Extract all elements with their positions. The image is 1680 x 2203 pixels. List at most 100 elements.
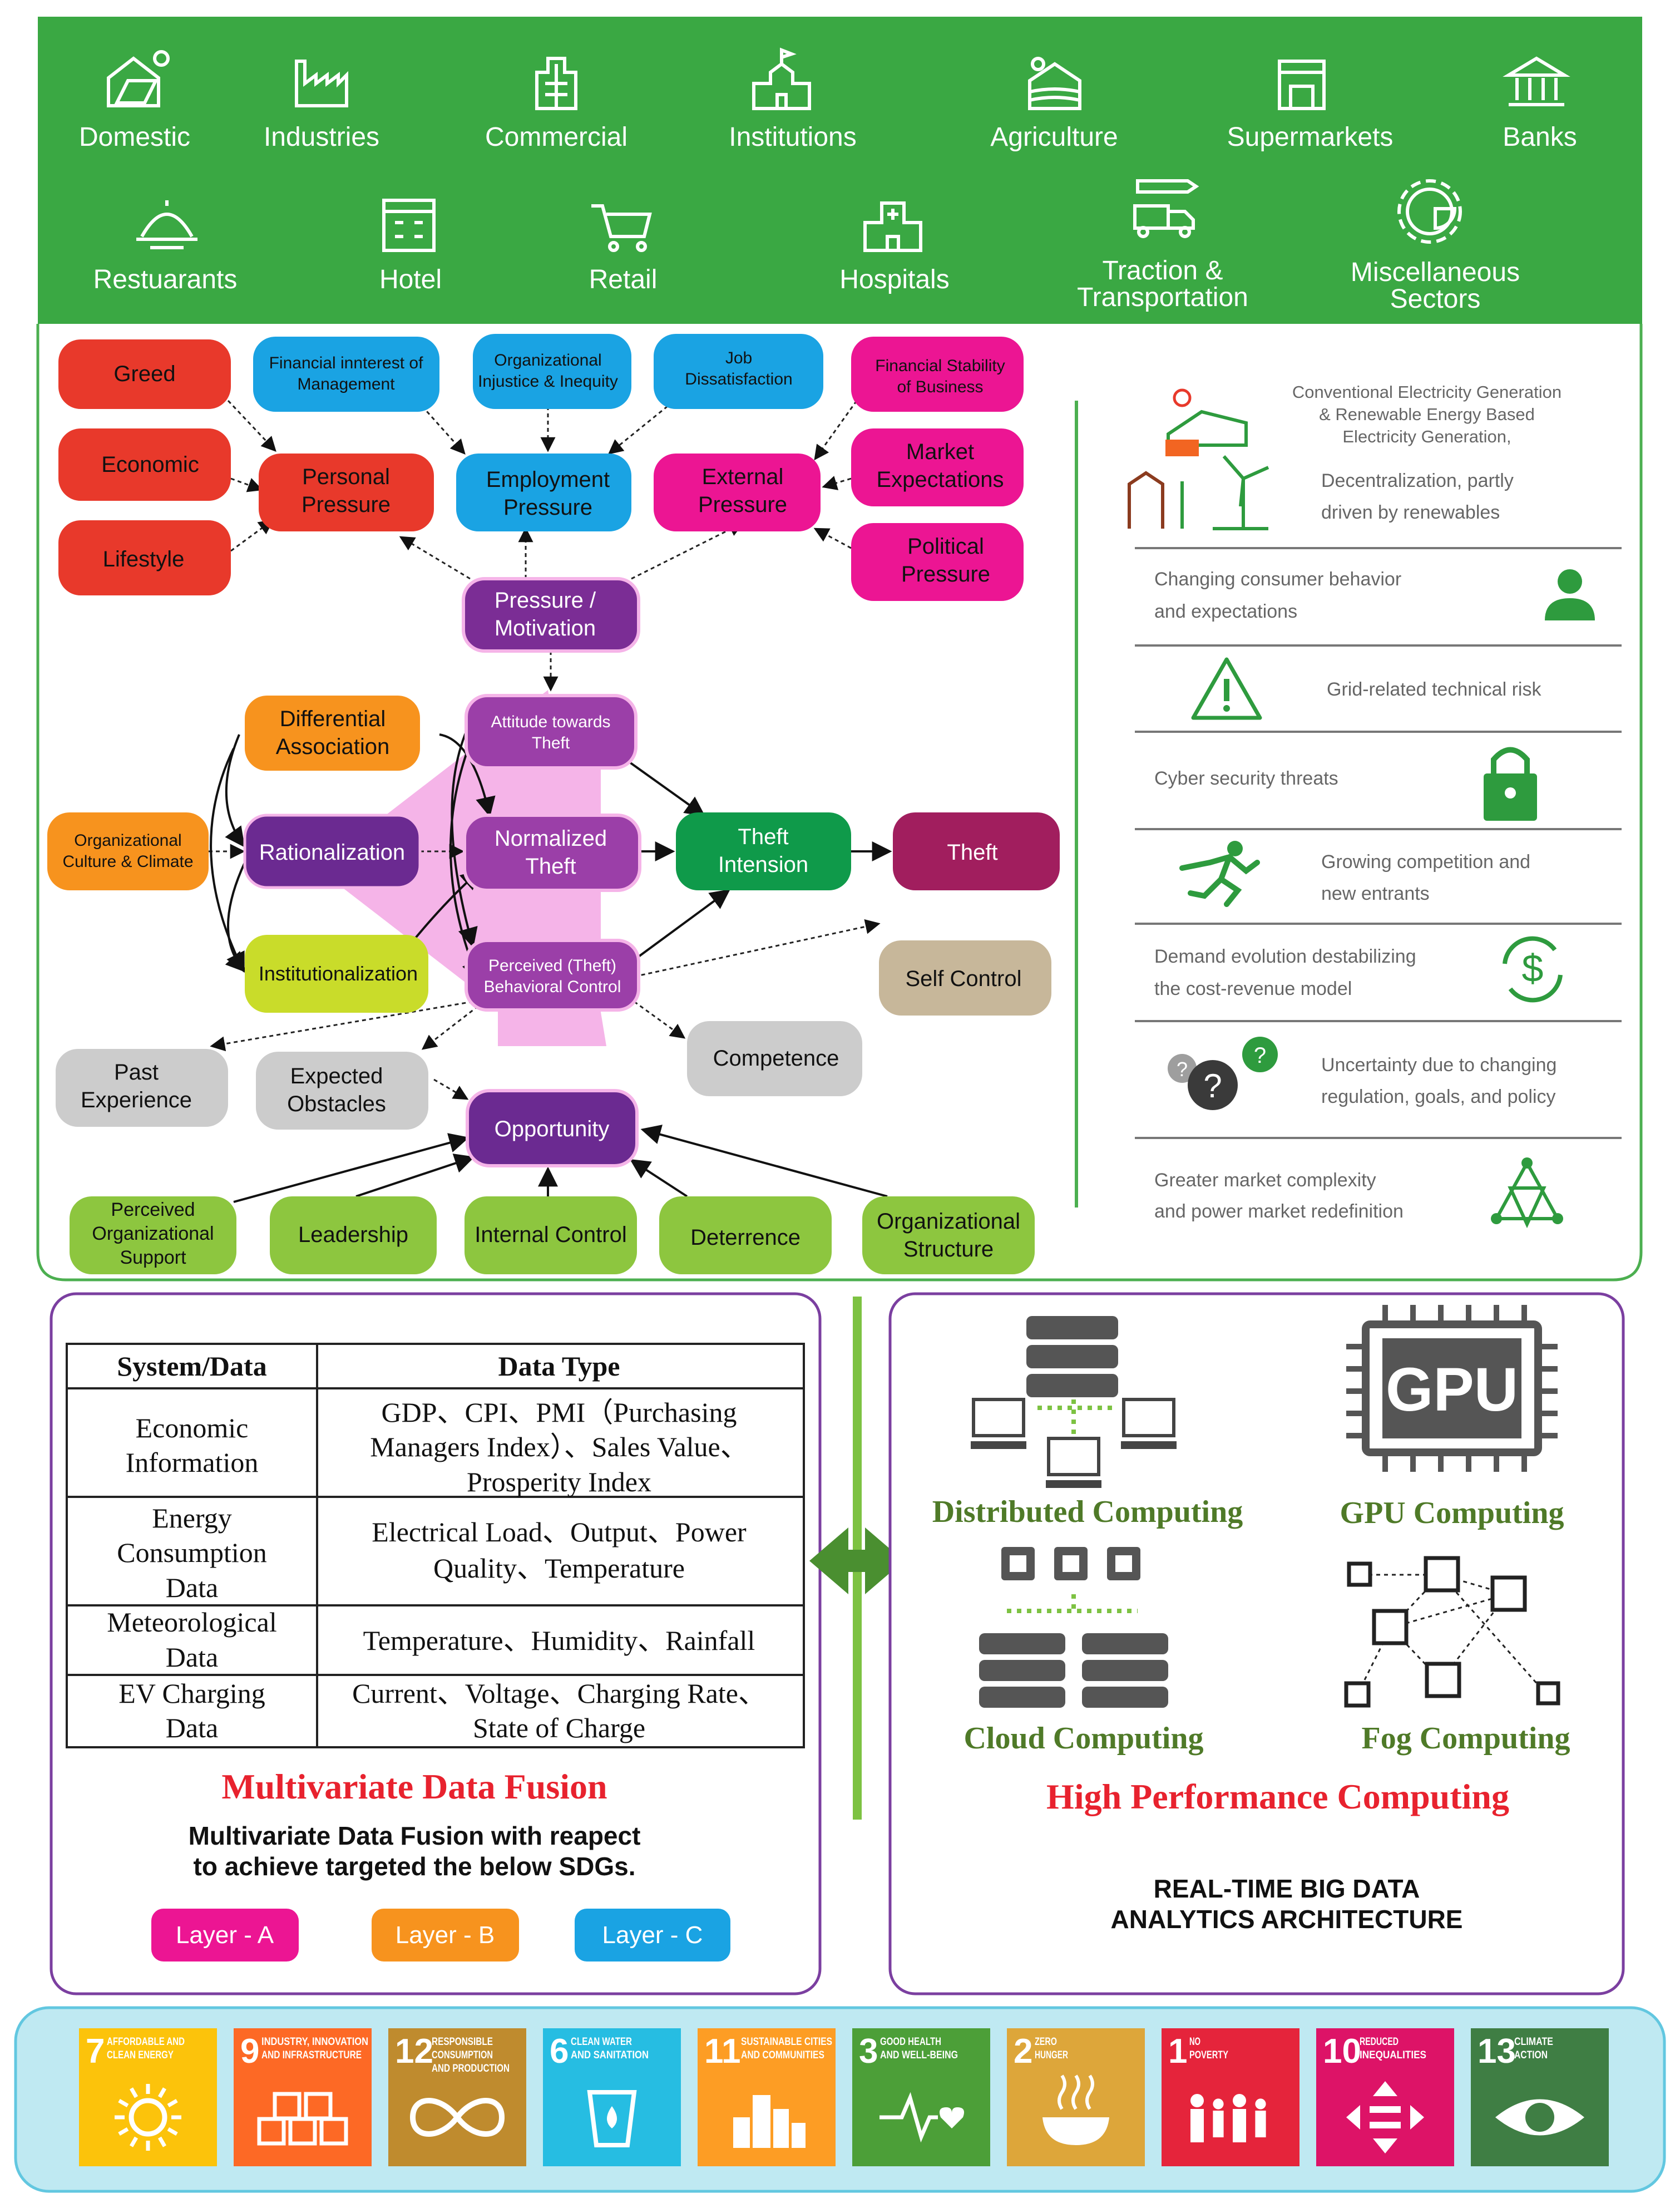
node-market-expectations-l2: Expectations (876, 467, 1004, 492)
node-opportunity (466, 1089, 639, 1167)
sector-icons-row2 (136, 179, 1462, 252)
node-financial-stability (851, 337, 1024, 412)
person-icon (1545, 569, 1595, 620)
question-bubbles-icon: ? ? ? (1168, 1037, 1278, 1110)
node-deterrence (659, 1196, 832, 1274)
sector-labels-row1: Domestic Industries Commercial Instituti… (79, 122, 1577, 152)
table-row0-system-l2: Information (126, 1447, 259, 1478)
table-row1-system-l1: Energy (152, 1502, 231, 1534)
node-employment-pressure-l2: Pressure (503, 495, 592, 520)
sdg-title-line: AND WELL-BEING (880, 2049, 958, 2061)
svg-text:$: $ (1522, 947, 1544, 990)
node-perceived-support-l2: Organizational (92, 1223, 214, 1244)
distributed-computing-label: Distributed Computing (932, 1495, 1243, 1529)
sdg-tile-bg (388, 2028, 526, 2166)
table-row3-system-l2: Data (166, 1712, 218, 1743)
node-self-control (879, 940, 1051, 1016)
infinity-icon (409, 2098, 505, 2137)
node-economic (58, 428, 231, 501)
sdg-tile-bg (1162, 2028, 1299, 2166)
node-attitude-theft-l2: Theft (532, 734, 570, 752)
sector-institutions: Institutions (729, 122, 856, 152)
layer-a-button[interactable] (151, 1909, 299, 1961)
hotel-icon (382, 199, 436, 252)
risk-0-l3: Electricity Generation, (1342, 427, 1511, 446)
sdg-tile-bg (1471, 2028, 1609, 2166)
equality-icon (1346, 2081, 1424, 2153)
sdg-tile-bg (852, 2028, 990, 2166)
bowl-icon (1042, 2074, 1109, 2145)
farm-icon (1028, 57, 1081, 110)
node-theft-intension-l1: Theft (738, 825, 788, 849)
node-personal-pressure-l2: Pressure (302, 492, 391, 517)
node-org-structure-l2: Structure (903, 1237, 994, 1261)
node-past-experience (56, 1049, 228, 1127)
sector-sectors: Sectors (1390, 284, 1481, 314)
sector-industries: Industries (264, 122, 379, 152)
sdg-title-line: GOOD HEALTH (880, 2036, 941, 2048)
node-perceived-support-l1: Perceived (111, 1199, 195, 1220)
node-theft (893, 812, 1060, 890)
eye-globe-icon (1495, 2099, 1584, 2136)
node-market-expectations-l1: Market (906, 440, 974, 464)
sector-traction: Traction & (1103, 256, 1223, 285)
wind-turbine-icon (1128, 455, 1269, 530)
cloud-computing-icon (979, 1547, 1168, 1708)
power-generation-icon (1165, 388, 1248, 456)
water-glass-icon (587, 2090, 637, 2147)
sdg-title-line: ACTION (1514, 2049, 1548, 2061)
layer-b-label: Layer - B (396, 1921, 495, 1949)
node-theft-intension-l2: Intension (718, 852, 808, 877)
sector-agriculture: Agriculture (990, 122, 1118, 152)
running-person-icon (1179, 841, 1260, 907)
gpu-chip-icon: GPU (1346, 1305, 1558, 1472)
node-normalized-theft-l2: Theft (525, 854, 576, 879)
node-expected-obstacles (256, 1052, 428, 1130)
shopping-cart-icon (591, 204, 652, 252)
data-fusion-table (66, 1343, 805, 1748)
node-internal-control-label: Internal Control (475, 1223, 626, 1247)
sdg-title-line: CLEAN WATER (571, 2036, 632, 2048)
node-lifestyle-label: Lifestyle (103, 547, 185, 571)
risk-8-l2: and power market redefinition (1154, 1201, 1404, 1222)
node-lifestyle (58, 520, 231, 595)
distributed-computing-icon (971, 1316, 1177, 1488)
node-external-pressure (654, 454, 821, 531)
node-personal-pressure (259, 454, 434, 531)
node-pressure-motivation-l2: Motivation (495, 616, 596, 640)
table-row1-system-l2: Consumption (117, 1537, 266, 1568)
fog-computing-label: Fog Computing (1362, 1721, 1570, 1756)
sector-domestic: Domestic (79, 122, 190, 152)
fog-computing-icon (1344, 1556, 1560, 1708)
node-differential-association-l2: Association (276, 735, 390, 759)
sector-retail: Retail (589, 265, 658, 294)
sector-miscellaneous: Miscellaneous (1351, 258, 1520, 287)
svg-text:?: ? (1203, 1067, 1222, 1105)
supermarket-icon (1278, 60, 1326, 110)
theft-model-diagram: Greed Economic Lifestyle Financial innte… (47, 334, 1060, 1274)
risk-1-l2: driven by renewables (1321, 502, 1500, 523)
layer-b-button[interactable] (372, 1909, 519, 1961)
sdg-number: 12 (395, 2032, 433, 2071)
table-row1-type-l1: Electrical Load、Output、Power (372, 1516, 747, 1547)
table-row2-system-l1: Meteorological (107, 1606, 276, 1638)
sdg-title-line: SUSTAINABLE CITIES (741, 2036, 832, 2048)
sdg-number: 2 (1014, 2032, 1032, 2071)
node-political-pressure (851, 523, 1024, 601)
family-icon (1190, 2094, 1266, 2142)
sector-commercial: Commercial (485, 122, 627, 152)
node-theft-intension (676, 812, 851, 890)
node-greed-label: Greed (113, 362, 175, 386)
layer-c-button[interactable] (575, 1909, 730, 1961)
sdg-title-line: INEQUALITIES (1360, 2049, 1426, 2061)
table-header-type: Data Type (498, 1351, 620, 1382)
risk-2-l2: and expectations (1154, 601, 1297, 622)
data-fusion-subtitle-l1: Multivariate Data Fusion with reapect (189, 1821, 641, 1850)
node-institutionalization (245, 935, 428, 1013)
risk-6-l1: Demand evolution destabilizing (1154, 946, 1416, 967)
cubes-icon (257, 2092, 348, 2146)
